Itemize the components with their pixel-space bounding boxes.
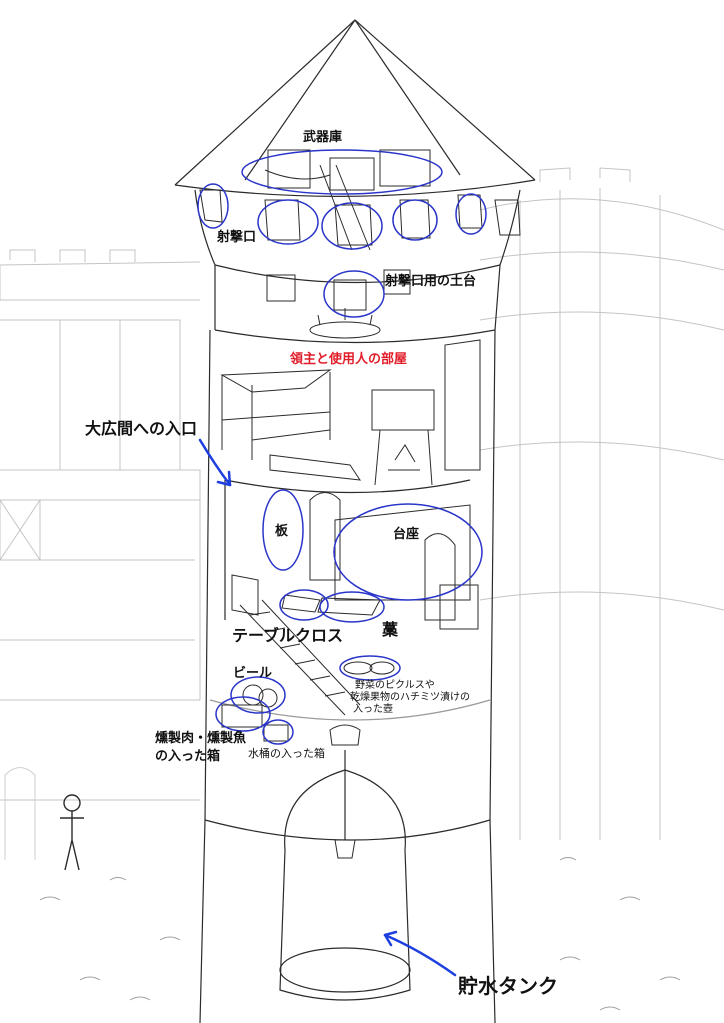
tablecloth-label: テーブルクロス	[232, 626, 344, 645]
ground-stones	[39, 857, 681, 1011]
tank-arrow-icon	[383, 930, 457, 977]
background-castle-walls	[0, 167, 724, 840]
lord-room-label: 領主と使用人の部屋	[290, 352, 408, 367]
pickles-label-line-2: 乾燥果物のハチミツ漬けの	[350, 692, 470, 703]
armory-crates	[264, 149, 431, 191]
ground-floor-furniture	[231, 492, 479, 630]
platforms	[266, 164, 411, 311]
straw-label: 藁	[382, 620, 399, 639]
smoked-food-label-line-1: 燻製肉・燻製魚	[155, 731, 247, 746]
loophole-platform-label: 射撃口用の土台	[385, 274, 477, 289]
bed-icon	[220, 369, 362, 481]
armory-label: 武器庫	[303, 130, 343, 145]
tower-outline	[174, 19, 536, 1023]
staircase	[239, 599, 361, 716]
pickles-label-line-1: 野菜のピクルスや	[355, 680, 435, 691]
highlight-circles	[197, 149, 487, 745]
storage-items	[221, 661, 395, 746]
smoked-food-label-line-2: の入った箱	[155, 749, 221, 764]
water-tank	[279, 750, 411, 1001]
small-door	[4, 767, 36, 860]
pedestal-label: 台座	[393, 527, 420, 542]
pickles-label-line-3: 入った壺	[353, 704, 393, 715]
loophole-label: 射撃口	[217, 230, 257, 245]
water-bucket-box-label: 水桶の入った箱	[248, 747, 325, 760]
beer-label: ビール	[233, 666, 273, 681]
entrance-arrow-icon	[198, 438, 232, 487]
plank-label: 板	[275, 524, 289, 539]
water-tank-label: 貯水タンク	[458, 974, 558, 998]
chandelier-icon	[309, 308, 381, 339]
person-figure-icon	[60, 794, 84, 871]
great-hall-entrance-label: 大広間への入口	[85, 419, 198, 438]
fireplace-icon	[371, 339, 481, 486]
bucket-icon	[334, 839, 356, 859]
